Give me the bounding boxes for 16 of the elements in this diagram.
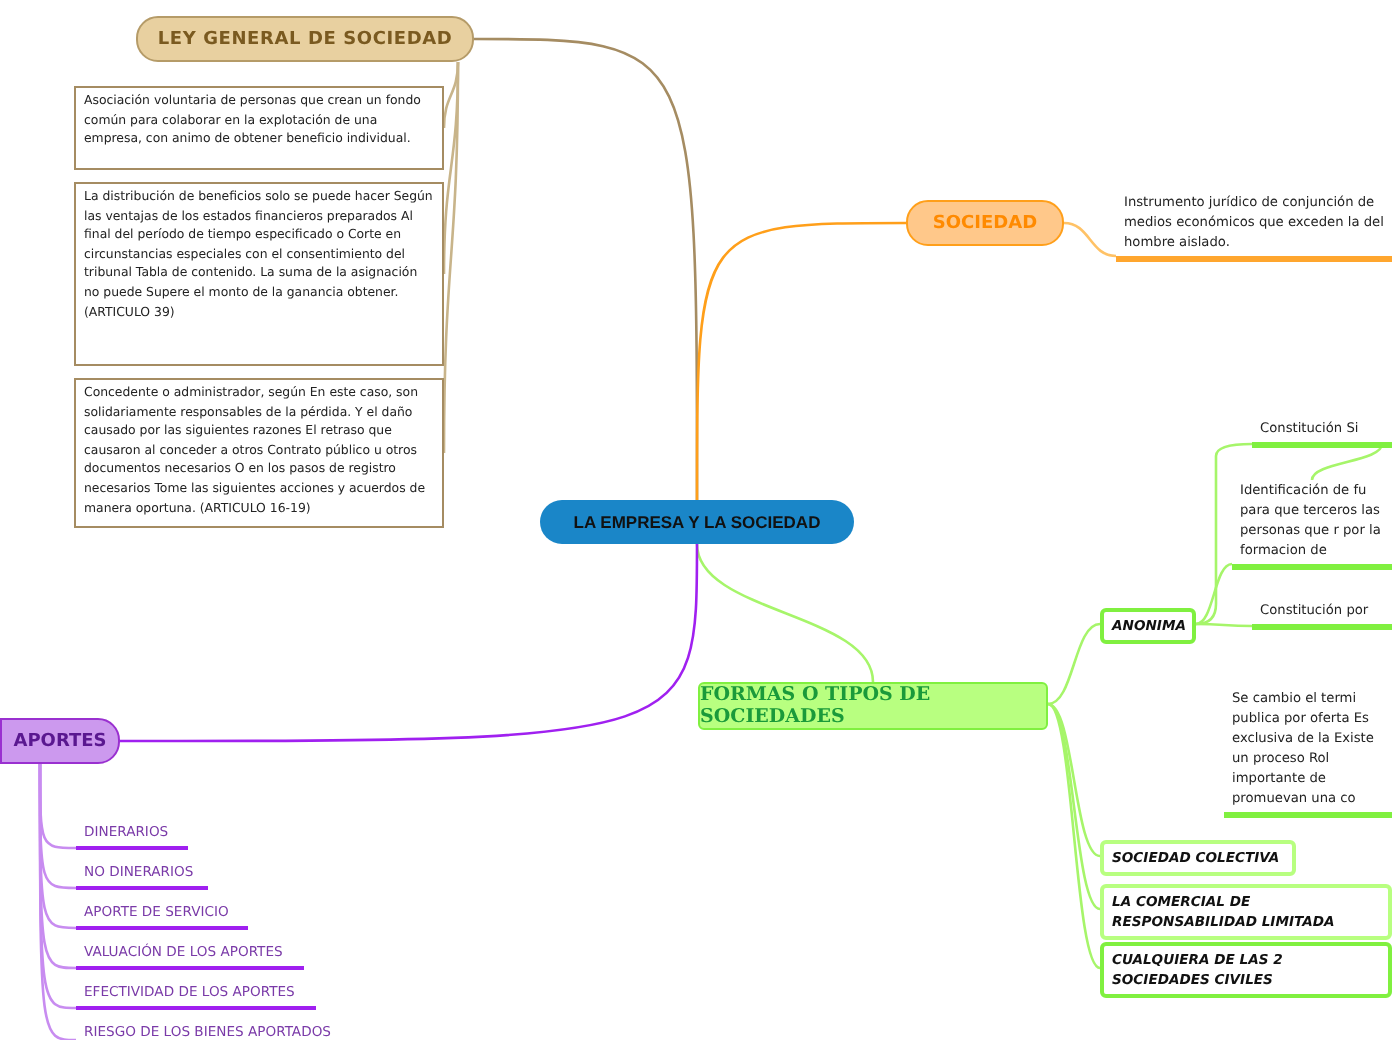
connector-line: [1063, 221, 1117, 258]
connector-line: [1196, 622, 1252, 628]
connector-line: [1047, 703, 1101, 969]
connector-line: [695, 221, 906, 500]
connector-line: [695, 543, 875, 683]
central-topic: LA EMPRESA Y LA SOCIEDAD: [540, 500, 854, 544]
topic-box: FORMAS O TIPOS DE SOCIEDADES: [698, 682, 1048, 730]
topic-pill: LEY GENERAL DE SOCIEDAD: [136, 16, 474, 62]
connector-line: [1047, 702, 1101, 858]
topic-pill: APORTES: [0, 718, 120, 764]
connector-line: [1047, 622, 1101, 706]
topic-pill: SOCIEDAD: [906, 200, 1064, 246]
connector-line: [1047, 702, 1101, 911]
connector-line: [1195, 562, 1233, 626]
connector-line: [1310, 443, 1384, 481]
connector-line: [120, 544, 699, 743]
